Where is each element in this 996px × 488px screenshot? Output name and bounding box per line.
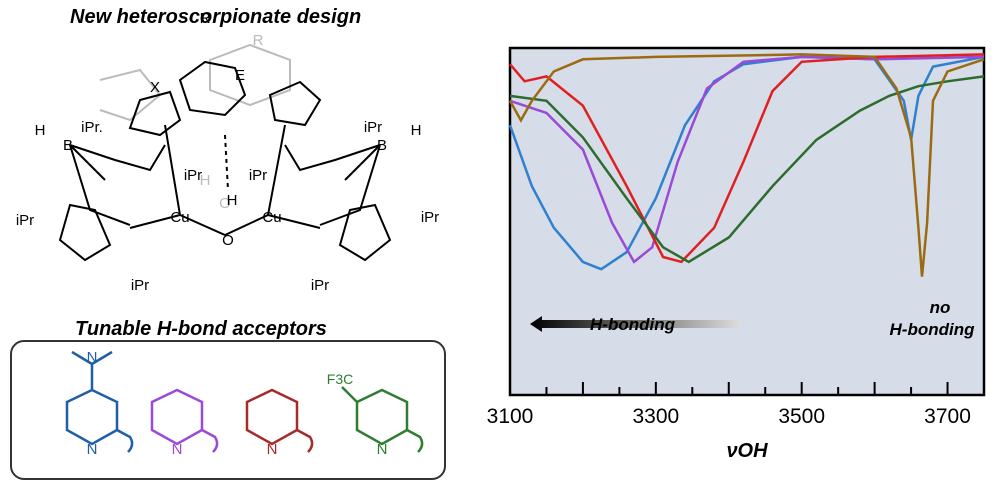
series-line-0 [508,55,985,271]
cf3-label: F3C [327,371,353,387]
dmap-ring-n-label: N [87,441,98,458]
label-h-water: H [200,172,211,189]
label-o-bridge: O [222,232,234,249]
label-b-left: B [63,137,73,154]
label-ipr-b: iPr [364,119,382,136]
acceptors-panel: N N N N F3C N [10,340,446,480]
label-o-water: O [219,195,231,212]
acceptor-structures: N N N N F3C N [65,349,424,458]
pyrimidine-n-label: N [267,441,278,458]
right-pyrazole [268,80,322,127]
h-bonding-arrow [530,316,740,332]
x-tick-label: 3700 [924,405,971,428]
label-r-front: R [200,10,211,27]
label-h-right: H [411,122,422,139]
right-arm [284,144,381,226]
acceptor-dmap [65,350,134,453]
label-ipr-d: iPr [249,167,267,184]
cu-core [129,124,321,237]
h-bond [224,134,229,191]
label-ipr-f: iPr [421,209,439,226]
h-bonding-annotation: H-bonding [590,315,676,334]
label-x: X [150,79,160,96]
pyridine-n-label: N [172,441,183,458]
x-tick-label: 3500 [778,405,825,428]
no-h-bonding-annotation-2: H-bonding [890,320,976,339]
no-h-bonding-annotation-1: no [930,298,951,317]
series-line-1 [509,55,985,264]
label-ipr-g: iPr [131,277,149,294]
acceptor-pyrimidine [245,388,314,453]
series-line-3 [509,75,985,264]
dmap-n-label: N [87,349,98,366]
label-cu-left: Cu [170,209,189,226]
label-ipr-a: iPr. [81,119,103,136]
left-arm [69,144,166,226]
bottom-right-pyrazole [338,203,392,262]
label-ipr-c: iPr [184,167,202,184]
x-tick-label: 3300 [632,405,679,428]
bottom-left-pyrazole [58,203,112,262]
back-ring [209,43,291,107]
molecule-structure: R R X E H B iPr. iPr B H iPr iPr Cu Cu O… [16,10,439,294]
label-h-water2: H [227,192,238,209]
series-line-2 [509,53,985,264]
molecule-bonds [58,43,392,262]
series-layer [508,53,985,277]
cf3-pyridine-n-label: N [377,441,388,458]
label-b-right: B [377,137,387,154]
front-ring [178,60,247,117]
label-r-back: R [253,32,264,49]
x-tick-label: 3100 [487,405,534,428]
label-h-left: H [35,122,46,139]
x-axis-label: νOH [726,440,768,462]
label-ipr-e: iPr [16,212,34,229]
acceptors-title: Tunable H-bond acceptors [75,318,327,340]
series-line-4 [508,53,985,277]
acceptor-cf3-pyridine [341,386,424,453]
acceptor-pyridine [150,388,219,453]
left-pyrazole [128,90,182,137]
figure-title: New heteroscorpionate design [70,6,362,28]
label-cu-right: Cu [262,209,281,226]
label-e: E [235,67,245,84]
label-ipr-h: iPr [311,277,329,294]
tick-layer: 3100 3300 3500 3700 [487,382,985,428]
plot-area [508,46,986,397]
